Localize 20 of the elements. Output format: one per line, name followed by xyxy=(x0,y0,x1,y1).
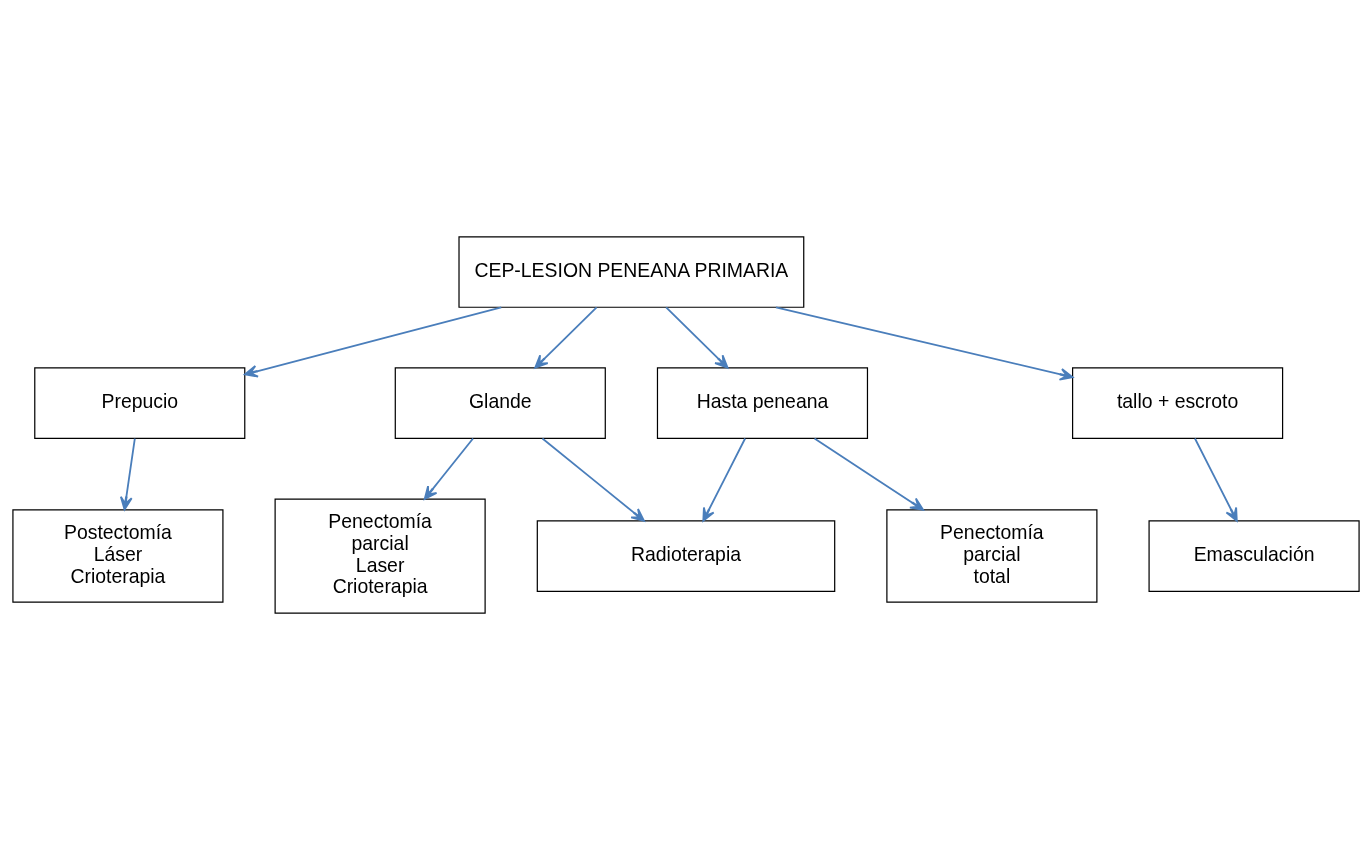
arrow xyxy=(541,437,645,522)
node-box: Penectomía parcial Laser Crioterapia xyxy=(274,497,486,614)
arrow xyxy=(775,305,1074,381)
node-box: Postectomía Láser Crioterapia xyxy=(12,508,224,603)
node-box: Emasculación xyxy=(1148,519,1360,592)
node-box: Prepucio xyxy=(34,366,246,439)
arrow xyxy=(244,305,503,378)
arrow xyxy=(813,437,924,511)
node-box: Penectomía parcial total xyxy=(886,508,1098,603)
node-box: Radioterapia xyxy=(536,519,836,592)
arrow xyxy=(1194,437,1238,522)
arrow xyxy=(665,306,729,369)
arrow xyxy=(423,437,474,500)
node-box: Hasta peneana xyxy=(656,366,869,439)
arrow xyxy=(534,306,598,369)
arrow xyxy=(702,437,746,522)
node-box: Glande xyxy=(394,366,606,439)
node-box: CEP-LESION PENEANA PRIMARIA xyxy=(458,235,805,308)
arrow xyxy=(119,437,136,510)
node-box: tallo + escroto xyxy=(1072,366,1284,439)
